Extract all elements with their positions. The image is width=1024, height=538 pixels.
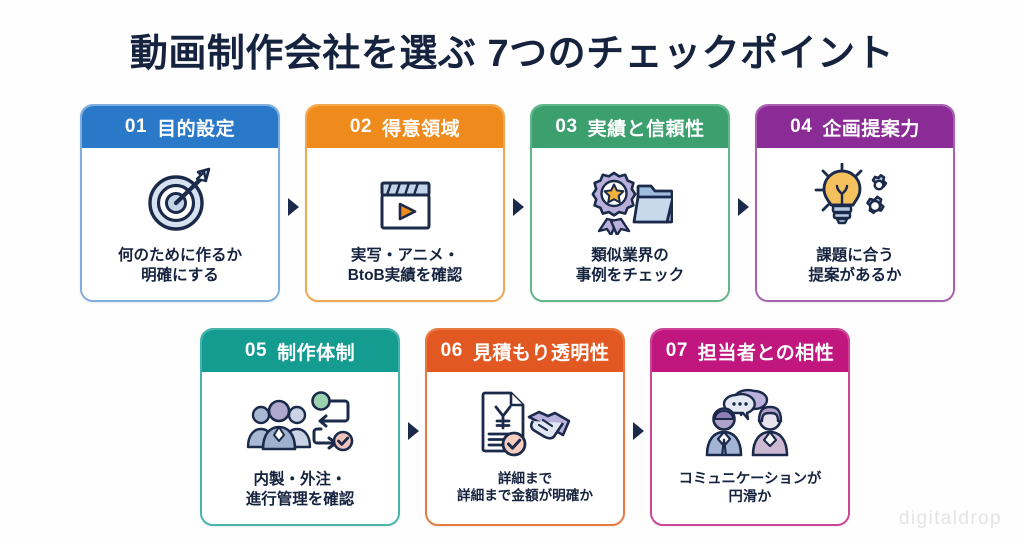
people-chat-icon bbox=[698, 384, 802, 462]
flow-arrow-3-to-4 bbox=[738, 198, 749, 216]
card-heading-06: 見積もり透明性 bbox=[472, 342, 610, 364]
card-description-04: 課題に合う 提案があるか bbox=[808, 247, 902, 284]
checkpoint-card-06[interactable]: 06 見積もり透明性 詳細まで 詳細まで金額が明確 bbox=[425, 328, 625, 526]
card-body-06: 詳細まで 詳細まで金額が明確か bbox=[427, 372, 623, 524]
card-header-02: 02 得意領域 bbox=[307, 106, 503, 148]
watermark-logo: digitaldrop bbox=[898, 508, 1002, 529]
card-number-04: 04 bbox=[790, 116, 813, 137]
card-header-03: 03 実績と信頼性 bbox=[532, 106, 728, 148]
checkpoint-card-03[interactable]: 03 実績と信頼性 類似業界の 事例をチェック bbox=[530, 104, 730, 302]
card-number-06: 06 bbox=[440, 340, 463, 361]
card-description-06: 詳細まで 詳細まで金額が明確か bbox=[457, 471, 593, 504]
card-body-05: 内製・外注・ 進行管理を確認 bbox=[202, 372, 398, 524]
card-description-01: 何のために作るか 明確にする bbox=[117, 247, 242, 284]
card-number-07: 07 bbox=[665, 340, 688, 361]
flow-arrow-5-to-6 bbox=[408, 422, 419, 440]
flow-arrow-1-to-2 bbox=[288, 198, 299, 216]
card-description-02: 実写・アニメ・ BtoB実績を確認 bbox=[347, 247, 463, 284]
card-description-05: 内製・外注・ 進行管理を確認 bbox=[245, 471, 355, 508]
card-body-01: 何のために作るか 明確にする bbox=[82, 148, 278, 300]
card-header-07: 07 担当者との相性 bbox=[652, 330, 848, 372]
card-number-03: 03 bbox=[555, 116, 578, 137]
checkpoint-card-01[interactable]: 01 目的設定 何のために作るか 明確にする bbox=[80, 104, 280, 302]
flow-arrow-6-to-7 bbox=[633, 422, 644, 440]
card-header-04: 04 企画提案力 bbox=[757, 106, 953, 148]
card-header-01: 01 目的設定 bbox=[82, 106, 278, 148]
card-description-07: コミュニケーションが 円滑か bbox=[678, 471, 822, 506]
team-workflow-icon bbox=[245, 384, 355, 462]
checkpoint-card-05[interactable]: 05 制作体制 bbox=[200, 328, 400, 526]
checkpoint-card-04[interactable]: 04 企画提案力 bbox=[755, 104, 955, 302]
card-number-02: 02 bbox=[349, 116, 373, 137]
card-heading-04: 企画提案力 bbox=[822, 118, 920, 140]
card-number-05: 05 bbox=[244, 340, 268, 361]
target-arrow-icon bbox=[142, 160, 218, 238]
card-heading-05: 制作体制 bbox=[277, 342, 356, 364]
card-body-02: 実写・アニメ・ BtoB実績を確認 bbox=[307, 148, 503, 300]
lightbulb-gears-icon bbox=[812, 160, 898, 238]
clapperboard-play-icon bbox=[367, 160, 443, 238]
card-heading-02: 得意領域 bbox=[382, 118, 461, 140]
card-heading-07: 担当者との相性 bbox=[697, 342, 835, 364]
page-title: 動画制作会社を選ぶ 7つのチェックポイント bbox=[129, 33, 895, 75]
card-header-06: 06 見積もり透明性 bbox=[427, 330, 623, 372]
invoice-handshake-icon bbox=[473, 384, 577, 462]
card-body-04: 課題に合う 提案があるか bbox=[757, 148, 953, 300]
checkpoint-card-02[interactable]: 02 得意領域 実写・アニメ・ BtoB実績を確認 bbox=[305, 104, 505, 302]
card-header-05: 05 制作体制 bbox=[202, 330, 398, 372]
card-description-03: 類似業界の 事例をチェック bbox=[575, 247, 685, 284]
card-number-01: 01 bbox=[124, 116, 148, 137]
card-heading-01: 目的設定 bbox=[157, 118, 236, 140]
flow-arrow-2-to-3 bbox=[513, 198, 524, 216]
card-body-07: コミュニケーションが 円滑か bbox=[652, 372, 848, 524]
checkpoint-card-07[interactable]: 07 担当者との相性 bbox=[650, 328, 850, 526]
card-heading-03: 実績と信頼性 bbox=[587, 118, 705, 140]
card-body-03: 類似業界の 事例をチェック bbox=[532, 148, 728, 300]
award-folder-icon bbox=[587, 160, 673, 238]
